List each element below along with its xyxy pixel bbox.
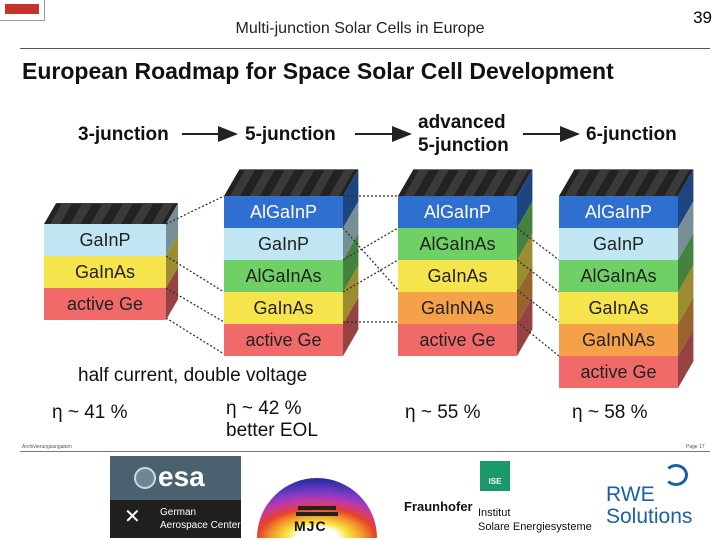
contact-finger <box>483 169 509 196</box>
page-number: 39 <box>693 8 712 27</box>
fraunhofer-institute-name: Institut Solare Energiesysteme <box>478 507 592 533</box>
rwe-swirl-icon <box>664 464 688 486</box>
contact-finger <box>70 203 93 224</box>
mjc-logo: MJC <box>252 456 382 538</box>
cell-side-face <box>166 203 179 256</box>
cell-3d-faces <box>44 169 694 388</box>
cell-side-face <box>517 169 533 228</box>
footer-divider <box>20 451 710 452</box>
contact-finger <box>249 169 276 196</box>
rwe-solutions-logo: RWE Solutions <box>598 462 708 538</box>
cell-side-face <box>678 297 694 356</box>
header-title: Multi-junction Solar Cells in Europe <box>235 20 485 37</box>
cell-side-face <box>678 265 694 324</box>
contact-finger <box>50 203 73 224</box>
contact-finger <box>111 203 134 224</box>
esa-wordmark: esa <box>158 461 205 492</box>
header-divider <box>20 48 710 49</box>
layer-gainnas: GaInNAs <box>398 292 517 324</box>
layer-active-ge: active Ge <box>559 356 678 388</box>
cell-side-face <box>517 297 533 356</box>
layer-gainas: GaInAs <box>559 292 678 324</box>
corner-logo <box>0 0 45 21</box>
contact-finger <box>584 169 611 196</box>
layer-gainas: GaInAs <box>44 256 166 288</box>
cell-side-face <box>343 297 359 356</box>
contact-finger <box>644 169 670 196</box>
contact-finger <box>624 169 650 196</box>
layer-algainp: AlGaInP <box>224 196 343 228</box>
layer-active-ge: active Ge <box>398 324 517 356</box>
efficiency-6-junction: η ~ 58 % <box>572 402 648 423</box>
layer-algainas: AlGaInAs <box>224 260 343 292</box>
page-title: European Roadmap for Space Solar Cell De… <box>22 58 614 84</box>
cell-side-face <box>343 201 359 260</box>
contact-finger <box>404 169 430 196</box>
contact-finger <box>329 169 355 196</box>
layer-gainas: GaInAs <box>398 260 517 292</box>
cell-side-face <box>166 235 179 288</box>
stage-label-5-junction: 5-junction <box>245 124 336 145</box>
fraunhofer-ise-icon: ISE <box>480 461 510 491</box>
contact-finger <box>565 169 591 196</box>
cell-side-face <box>678 233 694 292</box>
contact-finger <box>604 169 630 196</box>
esa-emblem-icon <box>134 467 156 489</box>
half-current-note: half current, double voltage <box>78 365 308 386</box>
layer-active-ge: active Ge <box>224 324 343 356</box>
stage-label-advanced-line1: advanced <box>418 112 506 133</box>
contact-finger <box>269 169 295 196</box>
esa-dlr-logo: esa ✕ German Aerospace Center <box>110 456 241 538</box>
cell-side-face <box>343 169 359 228</box>
contact-finger <box>463 169 489 196</box>
layer-algainas: AlGaInAs <box>398 228 517 260</box>
mjc-rainbow-icon <box>257 478 377 538</box>
cell-side-face <box>517 201 533 260</box>
cell-side-face <box>166 267 179 320</box>
layer-gainnas: GaInNAs <box>559 324 678 356</box>
dlr-caption: German Aerospace Center <box>160 507 241 531</box>
contact-finger <box>90 203 113 224</box>
contact-finger <box>503 169 529 196</box>
cell-side-face <box>678 169 694 228</box>
footer-archive-label: Archivierungsangaben <box>22 444 72 450</box>
layer-active-ge: active Ge <box>44 288 166 320</box>
cell-side-face <box>517 233 533 292</box>
stage-label-3-junction: 3-junction <box>78 124 169 145</box>
efficiency-advanced-5-junction: η ~ 55 % <box>405 402 481 423</box>
contact-finger <box>289 169 315 196</box>
rwe-wordmark: RWE Solutions <box>606 483 693 528</box>
efficiency-3-junction: η ~ 41 % <box>52 402 128 423</box>
fraunhofer-wordmark: Fraunhofer <box>404 499 473 514</box>
contact-finger <box>230 169 256 196</box>
cell-side-face <box>678 329 694 388</box>
layer-algainp: AlGaInP <box>559 196 678 228</box>
layer-algainp: AlGaInP <box>398 196 517 228</box>
contact-finger <box>423 169 450 196</box>
dlr-emblem-icon: ✕ <box>124 506 141 528</box>
layer-algainas: AlGaInAs <box>559 260 678 292</box>
stage-label-advanced-line2: 5-junction <box>418 135 509 156</box>
cell-side-face <box>517 265 533 324</box>
cell-side-face <box>343 233 359 292</box>
contact-finger <box>309 169 335 196</box>
layer-gainp: GaInP <box>224 228 343 260</box>
contact-finger <box>151 203 174 224</box>
efficiency-5-junction: η ~ 42 % <box>226 398 302 419</box>
layer-gainp: GaInP <box>559 228 678 260</box>
mjc-wordmark: MJC <box>294 518 327 534</box>
layer-connector-lines <box>165 195 560 357</box>
cell-side-face <box>678 201 694 260</box>
contact-finger <box>443 169 469 196</box>
better-eol-note: better EOL <box>226 420 318 441</box>
stage-label-6-junction: 6-junction <box>586 124 677 145</box>
contact-finger <box>664 169 690 196</box>
contact-finger <box>131 203 154 224</box>
layer-gainas: GaInAs <box>224 292 343 324</box>
layer-gainp: GaInP <box>44 224 166 256</box>
cell-side-face <box>343 265 359 324</box>
footer-page-label: Page 17 <box>686 444 705 450</box>
